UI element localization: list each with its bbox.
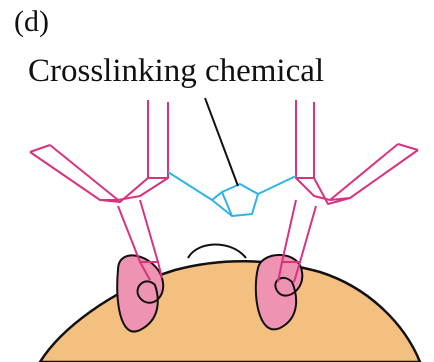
antibody-left bbox=[30, 100, 168, 280]
surface-bump bbox=[188, 245, 246, 259]
antibody-right bbox=[278, 100, 418, 282]
crosslinker-molecule bbox=[168, 172, 296, 216]
cell-surface bbox=[40, 261, 420, 362]
label-pointer bbox=[205, 98, 238, 186]
